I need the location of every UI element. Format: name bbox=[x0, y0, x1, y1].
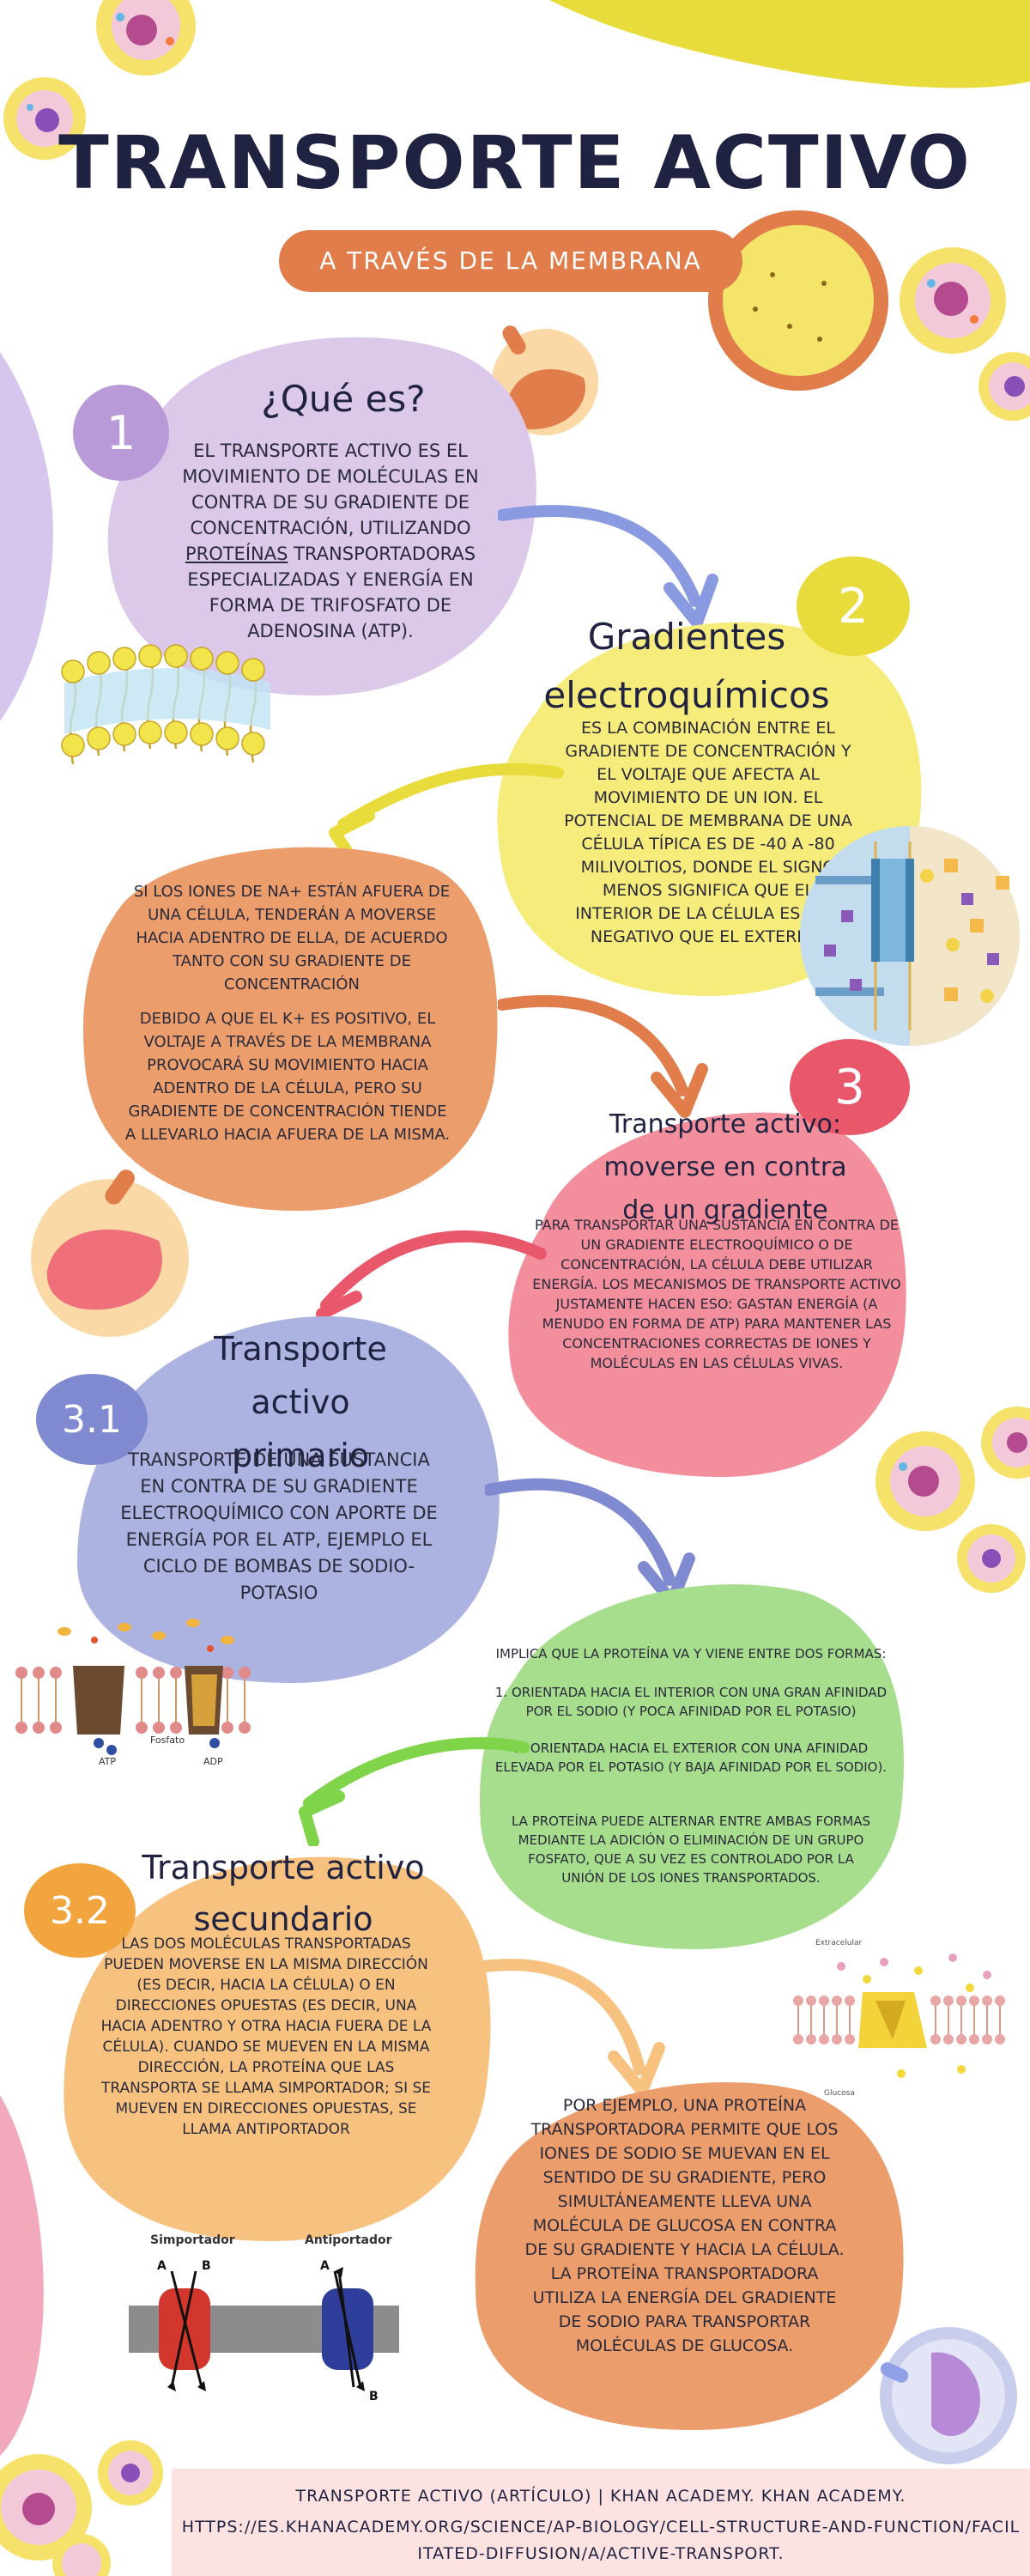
cell-decoration-7 bbox=[957, 1524, 1026, 1593]
arrow-2b-to-3 bbox=[498, 994, 708, 1118]
left-lavender-edge bbox=[0, 352, 53, 721]
glucose-cotransport-illustration: Extracelular Glucosa bbox=[793, 1939, 1005, 2098]
page-subtitle: A TRAVÉS DE LA MEMBRANA bbox=[319, 246, 702, 275]
section-3-blob bbox=[508, 1112, 906, 1477]
section-31-blob bbox=[77, 1316, 500, 1683]
section-32b-text: POR EJEMPLO, UNA PROTEÍNA TRANSPORTADORA… bbox=[524, 2096, 845, 2355]
antiportador-a-label: A bbox=[320, 2259, 330, 2273]
peach-cell-top bbox=[492, 325, 598, 435]
section-2-heading: Gradientes electroquímicos bbox=[543, 616, 830, 716]
simportador-label: Simportador bbox=[150, 2233, 235, 2247]
cell-decoration-1 bbox=[96, 0, 196, 76]
section-31b-outro: LA PROTEÍNA PUEDE ALTERNAR ENTRE AMBAS F… bbox=[511, 1814, 871, 1886]
yellow-cell-banner bbox=[708, 210, 888, 391]
pump-adp-label: ADP bbox=[203, 1756, 223, 1767]
section-31b-intro: IMPLICA QUE LA PROTEÍNA VA Y VIENE ENTRE… bbox=[495, 1646, 887, 1662]
section-1-blob bbox=[107, 337, 536, 696]
section-3-heading: Transporte activo: moverse en contra de … bbox=[603, 1109, 847, 1225]
extracelular-label: Extracelular bbox=[815, 1939, 862, 1947]
section-31-text: TRANSPORTE DE UNA SUSTANCIA EN CONTRA DE… bbox=[120, 1449, 438, 1603]
section-2-text: ES LA COMBINACIÓN ENTRE EL GRADIENTE DE … bbox=[564, 719, 852, 946]
cell-decoration-8 bbox=[0, 2454, 92, 2561]
cell-decoration-4 bbox=[978, 352, 1030, 421]
section-31-heading: Transporte activo primario bbox=[214, 1330, 387, 1474]
symporter-antiporter-figure: Simportador Antiportador A B A B bbox=[129, 2233, 399, 2403]
antiportador-b-label: B bbox=[369, 2390, 379, 2403]
glucosa-label: Glucosa bbox=[824, 2089, 855, 2098]
pump-fosfato-label: Fosfato bbox=[150, 1735, 185, 1746]
lavender-cell-bottom bbox=[880, 2327, 1017, 2464]
section-1-heading: ¿Qué es? bbox=[261, 378, 426, 420]
section-31b-item2: 2. ORIENTADA HACIA EL EXTERIOR CON UNA A… bbox=[494, 1741, 888, 1775]
peach-cell-mid bbox=[31, 1170, 189, 1337]
simportador-a-label: A bbox=[157, 2259, 167, 2273]
cell-decoration-6 bbox=[981, 1406, 1030, 1479]
top-yellow-shape bbox=[549, 0, 1030, 88]
section-32-text: LAS DOS MOLÉCULAS TRANSPORTADAS PUEDEN M… bbox=[100, 1935, 432, 2138]
left-pink-edge bbox=[0, 2095, 44, 2456]
cell-decoration-5 bbox=[876, 1431, 975, 1531]
cell-decoration-9 bbox=[98, 2440, 163, 2506]
footer-band bbox=[172, 2469, 1030, 2576]
section-2-number: 2 bbox=[797, 556, 910, 656]
ion-channel-illustration bbox=[800, 826, 1020, 1046]
arrow-32-to-32b bbox=[481, 1959, 665, 2097]
section-3-number: 3 bbox=[790, 1039, 910, 1135]
section-1-text-a: EL TRANSPORTE ACTIVO ES EL MOVIMIENTO DE… bbox=[182, 440, 479, 538]
subtitle-banner bbox=[279, 230, 742, 292]
section-2b-para2: DEBIDO A QUE EL K+ ES POSITIVO, EL VOLTA… bbox=[124, 1010, 451, 1144]
footer-citation-line1: TRANSPORTE ACTIVO (ARTÍCULO) | KHAN ACAD… bbox=[295, 2487, 906, 2506]
arrow-1-to-2 bbox=[498, 505, 718, 629]
section-1-text: EL TRANSPORTE ACTIVO ES EL MOVIMIENTO DE… bbox=[167, 438, 494, 644]
section-32-heading: Transporte activo secundario bbox=[142, 1849, 425, 1938]
page-title: TRANSPORTE ACTIVO bbox=[58, 120, 972, 206]
section-2b-blob bbox=[83, 847, 498, 1211]
section-32b-blob bbox=[475, 2082, 904, 2430]
simportador-b-label: B bbox=[202, 2259, 211, 2273]
footer-citation-url[interactable]: HTTPS://ES.KHANACADEMY.ORG/SCIENCE/AP-BI… bbox=[181, 2518, 1021, 2563]
proteinas-link[interactable]: PROTEÍNAS bbox=[185, 544, 288, 564]
section-32-blob bbox=[64, 1856, 491, 2241]
section-1-text-b: TRANSPORTADORAS ESPECIALIZADAS Y ENERGÍA… bbox=[187, 544, 476, 641]
cell-decoration-3 bbox=[900, 247, 1006, 354]
antiportador-label: Antiportador bbox=[305, 2233, 392, 2247]
section-31b-blob bbox=[480, 1584, 904, 1949]
section-31b-item1: 1. ORIENTADA HACIA EL INTERIOR CON UNA G… bbox=[494, 1685, 888, 1719]
section-1-number: 1 bbox=[73, 385, 169, 481]
cell-decoration-10 bbox=[52, 2534, 111, 2576]
section-32-number: 3.2 bbox=[24, 1863, 136, 1958]
pump-atp-label: ATP bbox=[99, 1756, 116, 1767]
sodium-potassium-pump-illustration: ATP Fosfato ADP bbox=[15, 1619, 251, 1767]
section-31-number: 3.1 bbox=[36, 1374, 148, 1465]
section-3-text: PARA TRANSPORTAR UNA SUSTANCIA EN CONTRA… bbox=[532, 1217, 901, 1371]
arrow-31b-to-32 bbox=[299, 1737, 530, 1846]
section-2b-para1: SI LOS IONES DE NA+ ESTÁN AFUERA DE UNA … bbox=[133, 883, 451, 993]
cell-decoration-2 bbox=[3, 77, 86, 160]
membrane-bilayer-illustration bbox=[61, 644, 270, 765]
